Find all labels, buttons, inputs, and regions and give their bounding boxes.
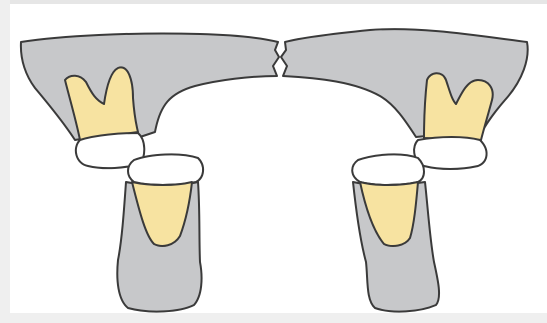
upper-jaw-right [281, 29, 528, 140]
left-lower-crown [128, 154, 203, 185]
right-upper-crown [414, 137, 487, 169]
upper-jaw-left [21, 33, 279, 140]
right-lower-crown [352, 154, 424, 185]
